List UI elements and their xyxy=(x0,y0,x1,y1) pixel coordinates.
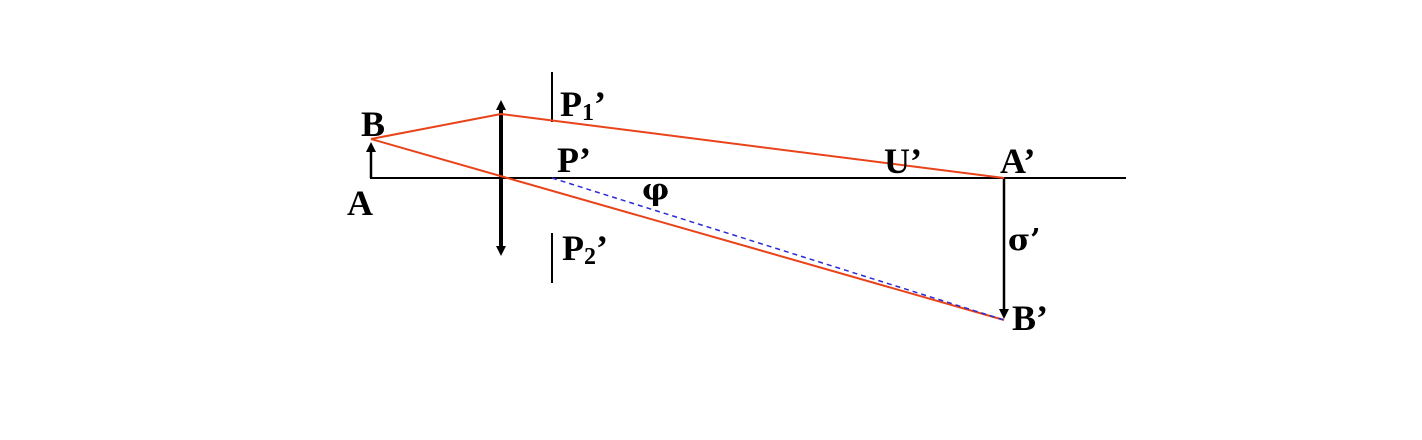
ray-b-through-lens-center xyxy=(370,138,1005,321)
label-p2-base: P xyxy=(562,228,584,268)
label-a: A xyxy=(347,183,373,223)
label-p2-prime-mark: ’ xyxy=(596,228,608,268)
label-p1-prime-mark: ’ xyxy=(594,84,606,124)
label-a-prime: A’ xyxy=(1000,141,1036,181)
label-phi: φ xyxy=(642,173,670,208)
ray-lens-top-to-a-prime xyxy=(500,113,1005,179)
label-p2-subscript: 2 xyxy=(584,244,596,270)
ray-b-to-lens-top xyxy=(370,113,502,140)
label-sigma-prime: σ’ xyxy=(1008,223,1041,258)
label-b-prime: B’ xyxy=(1012,298,1048,338)
label-p1-prime: P1’ xyxy=(560,86,606,125)
chief-ray-dashed xyxy=(551,177,1005,321)
label-p2-prime: P2’ xyxy=(562,230,608,269)
label-p1-base: P xyxy=(560,84,582,124)
label-u-prime: U’ xyxy=(884,141,922,181)
label-p-prime: P’ xyxy=(557,140,591,180)
label-b: B xyxy=(361,104,386,144)
label-p1-subscript: 1 xyxy=(582,100,594,126)
